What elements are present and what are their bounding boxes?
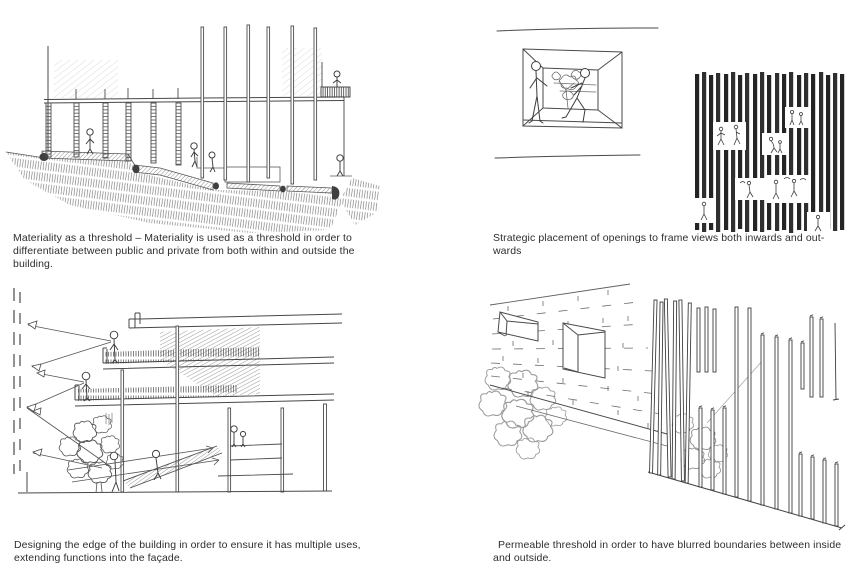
- caption-line: differentiate between public and private…: [13, 245, 355, 258]
- caption-materiality-threshold: Materiality as a threshold – Materiality…: [13, 232, 383, 272]
- function-arrows: [67, 445, 220, 483]
- permeable-threshold-sketch: [478, 283, 846, 531]
- caption-line: Strategic placement of openings to frame…: [493, 232, 825, 244]
- stick-figure: [85, 128, 95, 155]
- ground-edges: [489, 384, 668, 447]
- ground-line: [17, 472, 333, 494]
- stick-figure: [208, 151, 216, 173]
- shrubs-left: [478, 366, 568, 460]
- floor-line: [494, 154, 641, 159]
- caption-line: Materiality as a threshold – Materiality…: [13, 232, 352, 244]
- figure-materiality-threshold: [0, 0, 380, 236]
- sky-shading: [54, 48, 322, 98]
- tall-columns: [200, 24, 318, 185]
- stick-figure: [81, 371, 91, 402]
- caption-permeable-threshold: Permeable threshold in order to have blu…: [493, 539, 853, 565]
- screen-openings: [694, 107, 830, 234]
- screen-baseline: [647, 471, 846, 531]
- stick-figure: [332, 70, 342, 87]
- ground-bank: [5, 151, 380, 233]
- slatted-screen-sketch: [694, 72, 845, 234]
- view-arrows: [26, 320, 112, 469]
- figure-permeable-threshold: [468, 278, 856, 570]
- stick-figure: [528, 61, 548, 124]
- caption-building-edge: Designing the edge of the building in or…: [14, 539, 384, 565]
- caption-line: Designing the edge of the building in or…: [14, 539, 361, 551]
- wall-windows: [497, 311, 606, 379]
- screen-posts: [649, 298, 840, 527]
- caption-line: and outside.: [493, 552, 552, 565]
- ceiling-line: [496, 27, 659, 32]
- caption-line: building.: [13, 258, 54, 271]
- caption-line: wards: [493, 245, 522, 258]
- stick-figure: [561, 68, 590, 123]
- stick-figure: [109, 451, 120, 493]
- figure-building-edge: [10, 286, 346, 544]
- floor-slabs: [39, 150, 340, 200]
- terrace-upper: [102, 347, 335, 370]
- stick-figure: [151, 449, 162, 481]
- stick-figures: [85, 70, 344, 177]
- materiality-threshold-section-sketch: [5, 24, 380, 233]
- ladder-columns: [45, 88, 182, 166]
- interior-floors: [217, 443, 294, 477]
- terrace-lower: [74, 384, 335, 425]
- caption-line: Permeable threshold in order to have blu…: [498, 539, 842, 551]
- window-frame: [522, 48, 623, 129]
- roof-shadow-hatch: [160, 327, 260, 396]
- stick-figures: [81, 330, 247, 493]
- stick-figure: [239, 430, 247, 448]
- deck-step-outline: [196, 157, 352, 183]
- stick-figure: [230, 425, 238, 448]
- tree: [58, 415, 124, 494]
- stick-figure: [336, 154, 344, 177]
- caption-line: extending functions into the façade.: [14, 552, 183, 565]
- roof-slab: [128, 312, 343, 329]
- figure-framed-window-view: [488, 24, 660, 164]
- framed-window-view-sketch: [494, 27, 659, 159]
- stick-figure: [109, 330, 119, 364]
- figure-slatted-screen: [694, 70, 850, 236]
- stick-figure: [190, 142, 199, 168]
- caption-strategic-openings: Strategic placement of openings to frame…: [493, 232, 853, 258]
- building-edge-section-sketch: [13, 288, 343, 494]
- view-through-window: [551, 69, 597, 109]
- right-parapet: [320, 62, 351, 176]
- site-boundary-dashed: [13, 288, 21, 474]
- tiny-stick-figures: [700, 110, 822, 232]
